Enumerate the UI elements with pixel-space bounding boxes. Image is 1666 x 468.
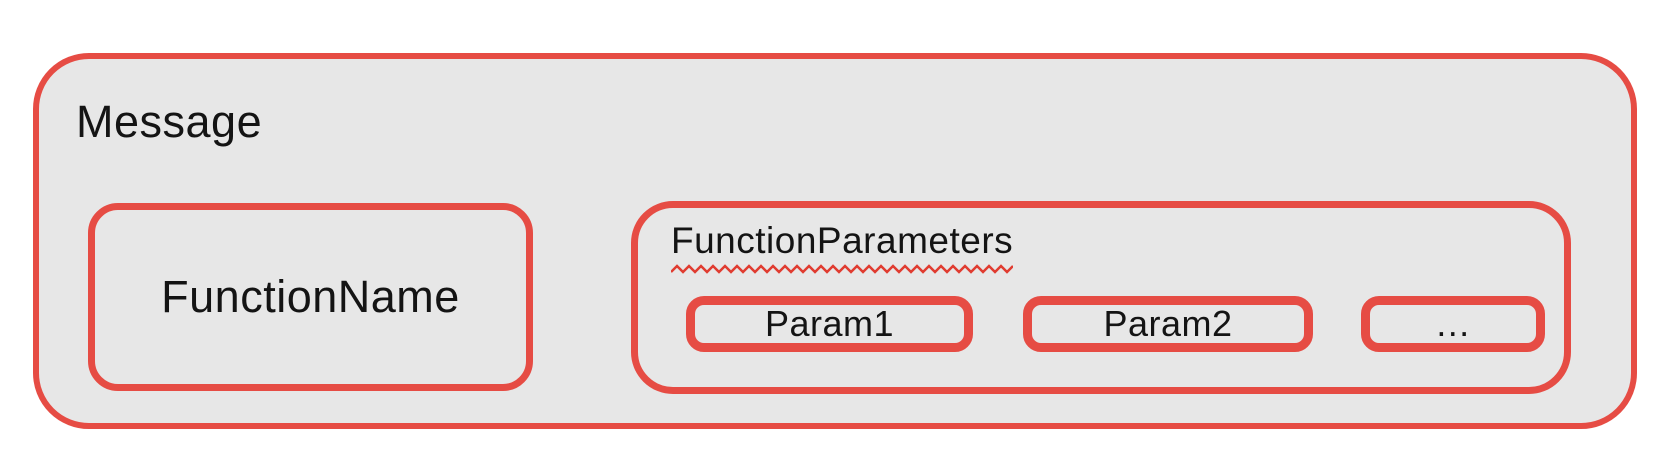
function-parameters-label-wrap: FunctionParameters [671, 220, 1013, 274]
param-more-label: … [1434, 303, 1472, 344]
param-box-more: … [1361, 296, 1545, 352]
function-parameters-box: FunctionParameters Param1 Param2 … [631, 201, 1571, 394]
spellcheck-squiggle-underline-icon [671, 263, 1013, 274]
param-box-2: Param2 [1023, 296, 1313, 352]
function-parameters-label: FunctionParameters [671, 220, 1014, 261]
param-box-1: Param1 [686, 296, 973, 352]
message-label: Message [76, 96, 263, 147]
function-name-label: FunctionName [161, 271, 460, 322]
param1-label: Param1 [764, 303, 895, 344]
function-name-box: FunctionName [88, 203, 533, 391]
message-container-box: Message FunctionName FunctionParameters … [33, 53, 1637, 429]
param2-label: Param2 [1103, 303, 1233, 344]
